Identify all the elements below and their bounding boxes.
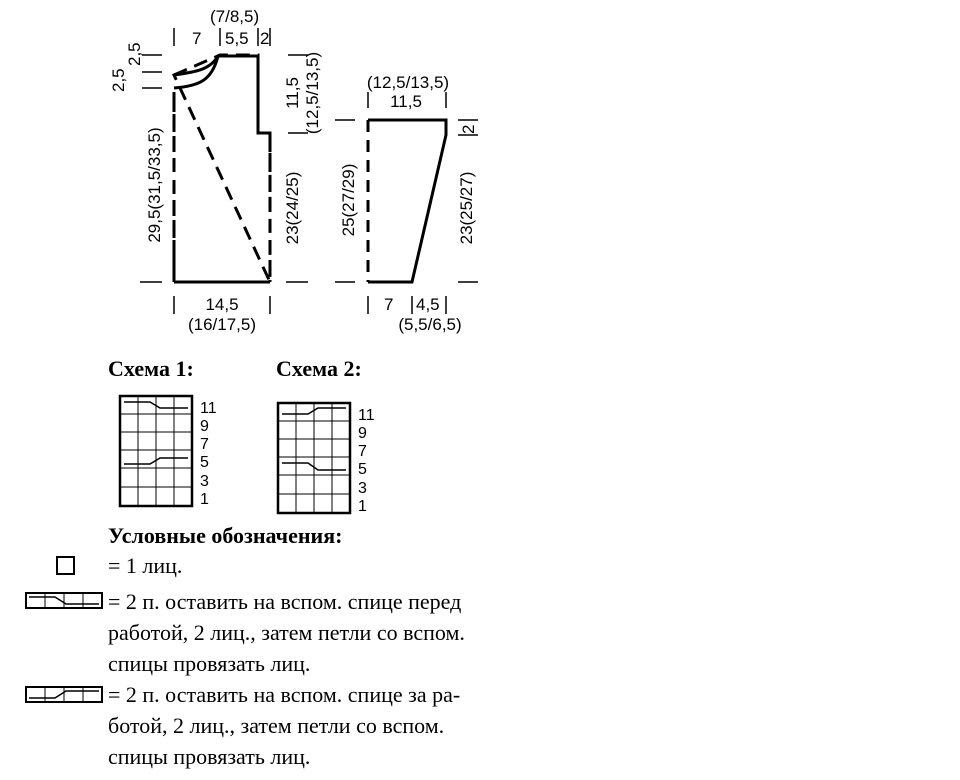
chart-1-row-3: 3 — [200, 473, 209, 490]
chart-1-title: Схема 1: — [108, 356, 194, 381]
front-armhole-alt: (12,5/13,5) — [303, 52, 322, 134]
legend-item-2-line-2: работой, 2 лиц., затем петли со вспом. — [108, 620, 465, 645]
chart-1: Схема 1: 11 9 7 5 3 1 — [108, 356, 217, 508]
chart-2-row-1: 1 — [358, 498, 367, 515]
sleeve-bottom-right: 4,5 — [416, 295, 440, 314]
front-top-total: (7/8,5) — [210, 7, 259, 26]
front-width-alt: (16/17,5) — [188, 315, 256, 334]
chart-2-title: Схема 2: — [276, 356, 362, 381]
front-solid-edges — [173, 54, 270, 284]
chart-1-row-5: 5 — [200, 454, 209, 471]
front-neck-a: 2,5 — [125, 42, 144, 66]
legend: Условные обозначения: = 1 лиц. = 2 п. ос… — [25, 523, 465, 769]
chart-2: Схема 2: 11 9 7 5 3 1 — [276, 356, 375, 515]
legend-item-3-line-3: спицы провязать лиц. — [108, 744, 310, 769]
front-armhole: 11,5 — [283, 77, 302, 109]
legend-title: Условные обозначения: — [108, 523, 342, 548]
cable-back-icon — [25, 686, 103, 703]
legend-item-3-line-2: ботой, 2 лиц., затем петли со вспом. — [108, 713, 444, 738]
sleeve-top: 11,5 — [390, 92, 422, 111]
chart-2-row-9: 9 — [358, 425, 367, 442]
sleeve-bottom-left: 7 — [384, 295, 393, 314]
front-top-left: 7 — [192, 29, 201, 48]
chart-1-row-9: 9 — [200, 418, 209, 435]
cable-front-icon — [25, 592, 103, 609]
sleeve-bottom-alt: (5,5/6,5) — [398, 315, 461, 334]
front-outline — [171, 53, 272, 283]
front-neck-b: 2,5 — [109, 68, 128, 92]
chart-1-grid — [118, 394, 194, 508]
chart-1-row-11: 11 — [200, 400, 217, 417]
front-piece: (7/8,5) 7 5,5 2 2,5 2,5 29,5(31,5/33,5) … — [109, 7, 322, 334]
legend-item-1-line-1: = 1 лиц. — [108, 553, 182, 578]
sleeve-piece: (12,5/13,5) 11,5 2 25(27/29) 23(25/27) 7… — [335, 73, 478, 334]
legend-item-2-line-3: спицы провязать лиц. — [108, 651, 310, 676]
sleeve-left-height: 25(27/29) — [339, 164, 358, 237]
legend-item-3-line-1: = 2 п. оставить на вспом. спице за ра- — [108, 682, 460, 707]
chart-2-row-11: 11 — [358, 407, 375, 424]
front-right-height: 23(24/25) — [283, 172, 302, 245]
front-top-right: 2 — [260, 29, 269, 48]
front-width: 14,5 — [205, 295, 238, 314]
chart-1-row-7: 7 — [200, 436, 209, 453]
chart-2-row-5: 5 — [358, 461, 367, 478]
front-top-mid: 5,5 — [225, 29, 249, 48]
chart-1-row-1: 1 — [200, 491, 209, 508]
chart-2-row-3: 3 — [358, 480, 367, 497]
chart-2-row-7: 7 — [358, 443, 367, 460]
sleeve-top-alt: (12,5/13,5) — [367, 73, 449, 92]
front-left-height: 29,5(31,5/33,5) — [145, 127, 164, 242]
sleeve-top-right: 2 — [459, 125, 478, 134]
chart-2-grid — [276, 401, 352, 515]
legend-item-2-line-1: = 2 п. оставить на вспом. спице перед — [108, 589, 461, 614]
sleeve-right-height: 23(25/27) — [457, 172, 476, 245]
sleeve-outline-solid — [368, 118, 448, 284]
knit-square-icon — [56, 556, 75, 575]
